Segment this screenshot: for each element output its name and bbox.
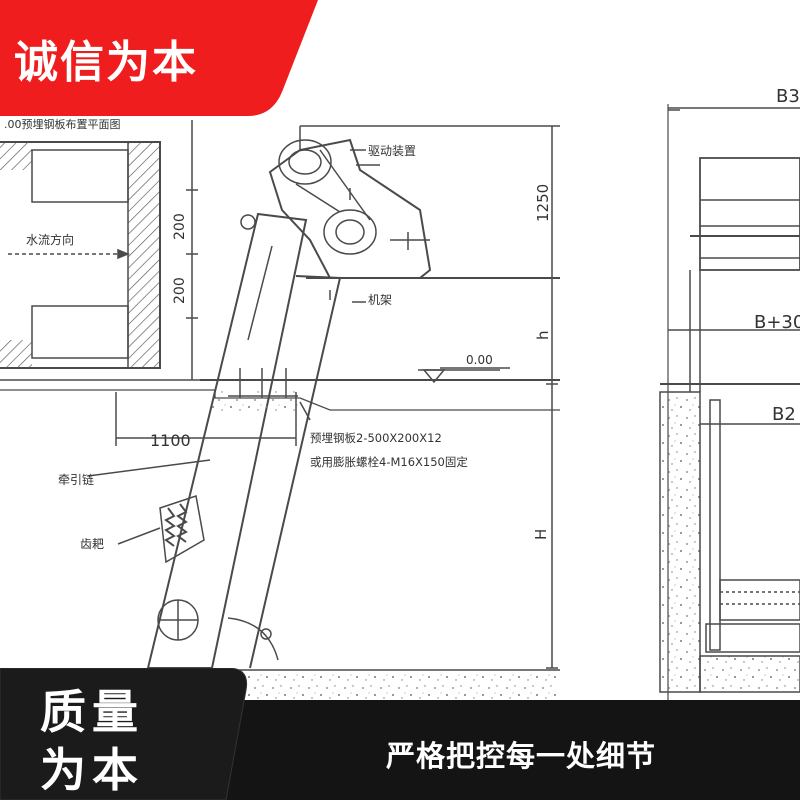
drive-unit-label: 驱动装置 [368,144,416,158]
dim-H: H [532,529,550,540]
dim-200-bottom: 200 [172,277,188,304]
dim-B2: B2 [772,404,796,425]
top-badge-label: 诚信为本 [14,37,198,88]
plan-note: .00预埋钢板布置平面图 [4,117,121,131]
traction-chain-label: 牵引链 [58,472,94,487]
embed-plate-label: 预埋钢板2-500X200X12 [310,431,442,445]
bottom-badge-line1: 质量 [40,685,144,739]
rake-teeth-label: 齿耙 [80,537,104,551]
top-badge [0,0,318,116]
slogan-text: 严格把控每一处细节 [386,739,657,773]
dim-B30: B+30 [754,312,800,333]
level-zero-label: 0.00 [466,353,493,367]
dim-1100: 1100 [150,431,191,450]
dim-200-top: 200 [172,213,188,240]
bottom-badge [0,668,248,800]
bottom-badge-line2: 为本 [40,743,144,797]
frame-label: 机架 [368,293,392,307]
plan-view [0,120,200,381]
dim-1250: 1250 [534,184,552,222]
elevation-view [0,125,560,700]
dim-h: h [534,330,552,340]
side-view [659,104,800,700]
flow-direction-label: 水流方向 [26,232,74,247]
anchor-bolt-label: 或用膨胀螺栓4-M16X150固定 [310,455,468,469]
dim-B3: B3 [776,86,800,107]
